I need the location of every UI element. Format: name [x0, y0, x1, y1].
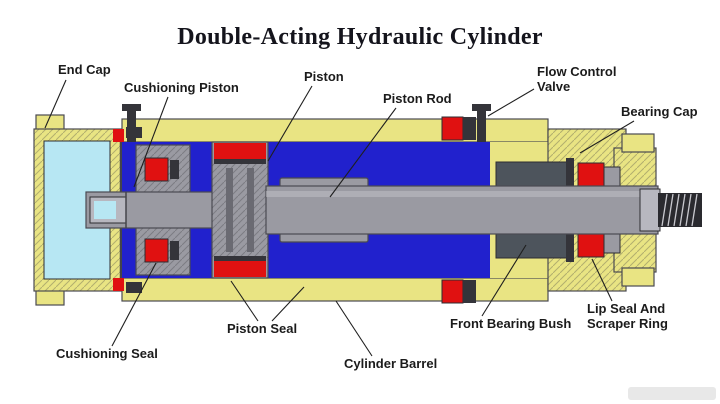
leader-cushioning-piston — [133, 96, 169, 188]
label-bearing-cap: Bearing Cap — [621, 104, 698, 119]
thread-line — [679, 193, 686, 227]
bearing-cap-lug-bottom — [621, 267, 655, 287]
flow-control-valve-shape — [122, 104, 491, 304]
scraper-ring-bottom — [603, 233, 621, 254]
cushioning-seal-top — [144, 157, 169, 182]
port-seal-top — [441, 116, 464, 141]
thread-line — [661, 193, 668, 227]
valve-stem-left — [127, 107, 136, 142]
port-block-top — [463, 117, 476, 140]
piston-band-bottom — [214, 256, 266, 261]
valve-stem-right — [477, 107, 486, 142]
bearing-bush-top — [495, 161, 569, 189]
piston-band-top — [214, 159, 266, 164]
leader-front-bearing-bush — [481, 244, 527, 317]
front-bearing-bush-shape — [495, 158, 574, 262]
leader-end-cap — [44, 79, 67, 129]
port-block-bottom — [463, 280, 476, 303]
label-piston: Piston — [304, 69, 344, 84]
label-front-bearing-bush: Front Bearing Bush — [450, 316, 572, 331]
lip-seal-bottom — [577, 231, 605, 258]
leader-flow-control-valve — [487, 88, 535, 117]
joint-seal-bottom — [113, 278, 124, 291]
leader-bearing-cap — [579, 120, 635, 154]
bush-retainer-top — [566, 158, 574, 190]
piston-shape — [211, 141, 269, 279]
label-piston-rod: Piston Rod — [383, 91, 452, 106]
piston-groove — [247, 168, 254, 252]
label-cushioning-piston: Cushioning Piston — [124, 80, 239, 95]
rod-neck — [639, 188, 661, 232]
thread-line — [667, 193, 674, 227]
leader-lip-seal — [591, 258, 613, 302]
label-cushioning-seal: Cushioning Seal — [56, 346, 158, 361]
thread-line — [685, 193, 692, 227]
leader-lines — [44, 79, 635, 357]
barrel-wall-bottom — [121, 277, 549, 302]
barrel-joint-detail-bottom — [126, 282, 142, 293]
bush-retainer-bottom — [566, 230, 574, 262]
leader-cylinder-barrel — [335, 300, 373, 357]
cushion-detail-top — [170, 160, 179, 179]
leader-cushioning-seal — [111, 262, 157, 347]
piston-groove — [226, 168, 233, 252]
label-cylinder-barrel: Cylinder Barrel — [344, 356, 438, 371]
leader-piston-seal-a — [230, 280, 259, 322]
label-end-cap: End Cap — [58, 62, 111, 77]
lip-seal-scraper-shape — [577, 162, 621, 258]
thread-line — [691, 193, 698, 227]
cushion-spear-core — [94, 201, 116, 219]
rod-highlight — [266, 191, 658, 197]
page-title: Double-Acting Hydraulic Cylinder — [177, 24, 543, 50]
scraper-ring-top — [603, 166, 621, 187]
piston-rod-shape — [265, 177, 702, 243]
label-lip-seal-scraper-ring: Lip Seal And Scraper Ring — [587, 301, 668, 331]
cushion-detail-bottom — [170, 241, 179, 260]
leader-piston-seal-b — [271, 286, 305, 322]
port-seal-bottom — [441, 279, 464, 304]
piston-seal-top — [214, 143, 266, 159]
lip-seal-top — [577, 162, 605, 189]
label-flow-control-valve: Flow Control Valve — [537, 64, 617, 94]
leader-piston — [267, 85, 313, 162]
leader-piston-rod — [329, 107, 397, 198]
watermark — [628, 387, 716, 400]
bearing-cap-lug-top — [621, 133, 655, 153]
label-piston-seal: Piston Seal — [227, 321, 298, 336]
cushioning-seal-bottom — [144, 238, 169, 263]
joint-seal-top — [113, 129, 124, 142]
piston-seal-bottom — [214, 261, 266, 277]
thread-line — [673, 193, 680, 227]
bearing-bush-bottom — [495, 231, 569, 259]
